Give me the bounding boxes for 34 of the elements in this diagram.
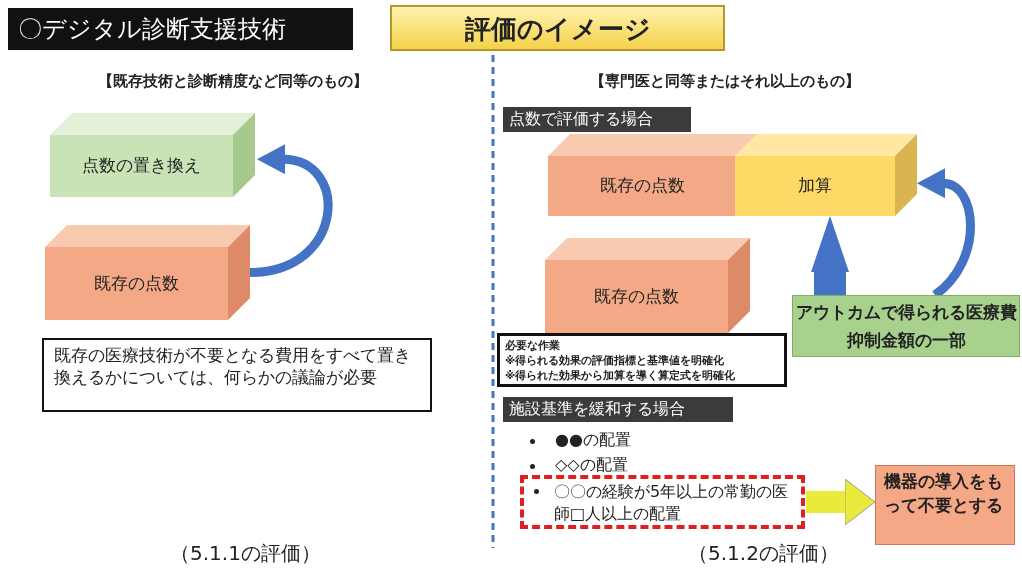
arrow — [811, 216, 849, 295]
note-box — [497, 333, 787, 387]
bullet-text: ●●の配置 — [555, 430, 631, 451]
bullet-text: 〇〇の経験が5年以上の常勤の医師□人以上の配置 — [554, 481, 790, 525]
note-line: 必要な作業 — [505, 338, 560, 353]
subheading: 【既存技術と診断精度など同等のもの】 — [98, 72, 368, 91]
result-box — [875, 465, 1015, 545]
block-label: 既存の点数 — [93, 271, 180, 295]
highlight-box — [792, 295, 1020, 357]
note-line: ※得られる効果の評価指標と基準値を明確化 — [505, 353, 725, 368]
block-label: 加算 — [797, 174, 833, 197]
note-text: 既存の医療技術が不要となる費用をすべて置き換えるかについては、何らかの議論が必要 — [54, 344, 412, 388]
heading-text: 評価のイメージ — [463, 13, 652, 46]
arrow — [249, 144, 333, 277]
tab-label: 施設基準を緩和する場合 — [509, 399, 685, 420]
title-text: 〇デジタル診断支援技術 — [18, 14, 286, 45]
dashed-box — [520, 475, 805, 529]
arrow — [806, 478, 876, 526]
bullet-text: ◇◇の配置 — [555, 455, 628, 476]
block-label: 既存の点数 — [598, 174, 686, 197]
section-tab — [503, 107, 691, 132]
result-text: 機器の導入をもって不要とする — [884, 470, 1004, 517]
heading-banner — [390, 5, 725, 51]
note-box — [42, 338, 432, 412]
caption-text: （5.1.1の評価） — [170, 540, 321, 567]
caption-text: （5.1.2の評価） — [688, 540, 839, 567]
block-label: 点数の置き換え — [81, 154, 202, 177]
note-line: ※得られた効果から加算を導く算定式を明確化 — [505, 368, 736, 383]
section-tab — [503, 397, 733, 422]
tab-label: 点数で評価する場合 — [509, 109, 653, 130]
title-box — [8, 8, 353, 50]
subheading: 【専門医と同等またはそれ以上のもの】 — [590, 72, 860, 91]
highlight-text: アウトカムで得られる医療費抑制金額の一部 — [795, 301, 1017, 352]
block-label: 既存の点数 — [593, 284, 680, 308]
